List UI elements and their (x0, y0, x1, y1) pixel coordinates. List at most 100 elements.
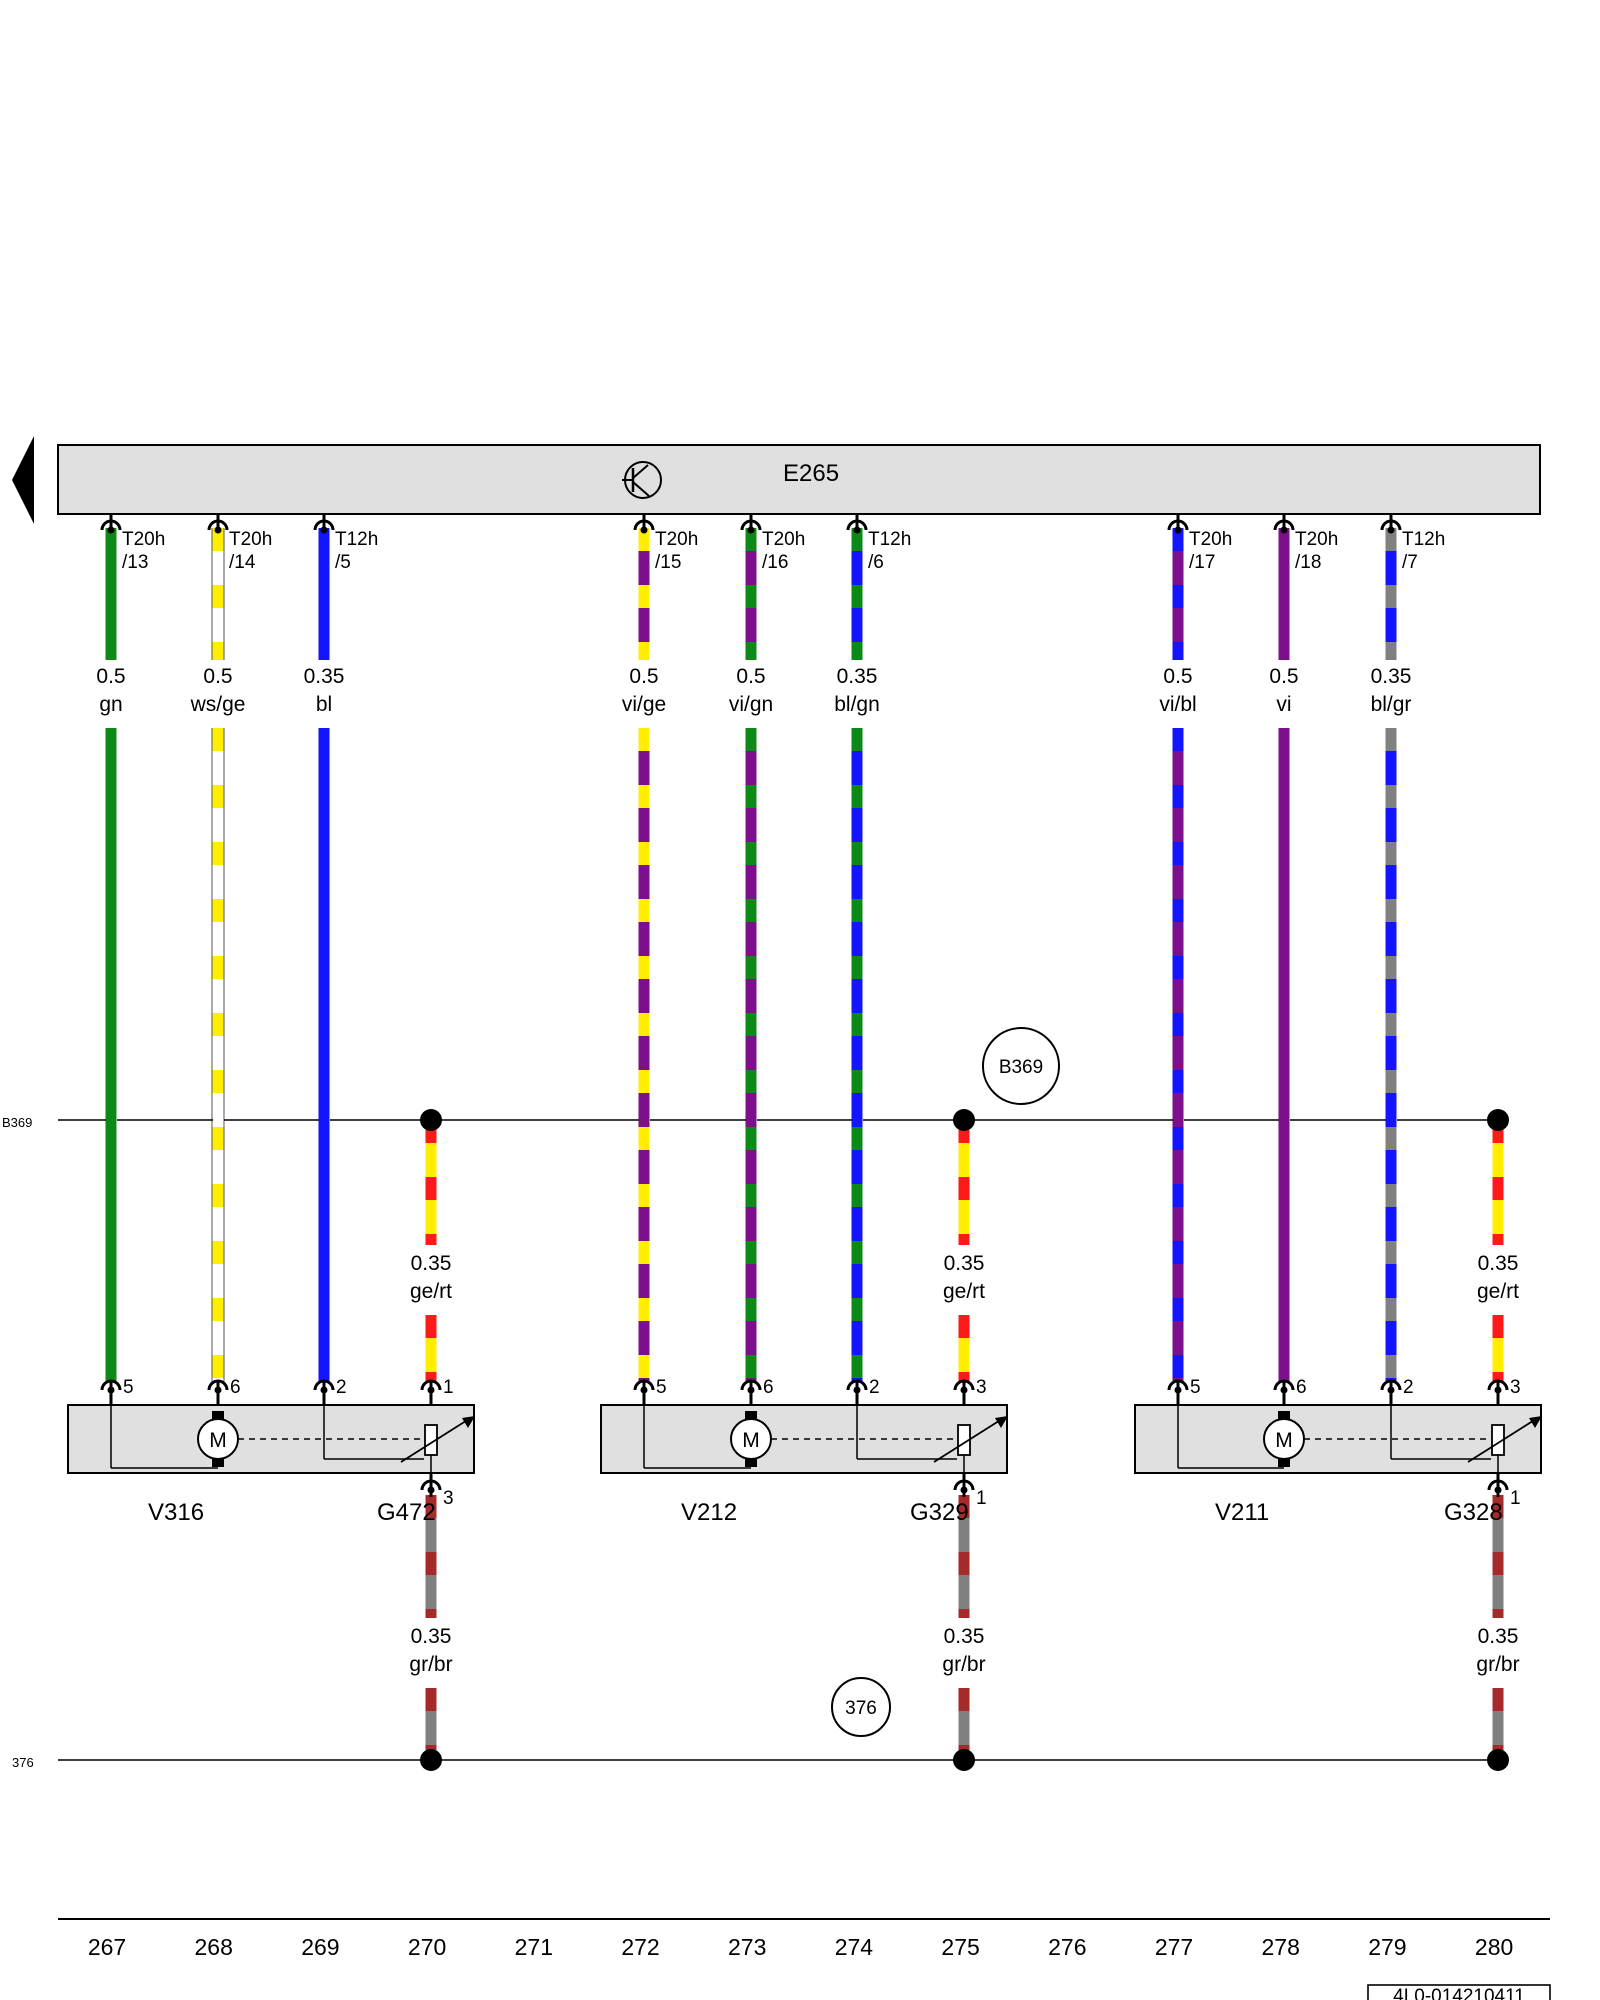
module-2-bottom-fork-dot (1494, 1486, 1502, 1494)
module-1-motor-brush-top (745, 1411, 757, 1419)
connector-pin-1: /14 (229, 552, 256, 573)
rail-top-bubble-label: B369 (999, 1057, 1043, 1078)
wire-size-6: 0.5 (1163, 665, 1192, 688)
column-number-13: 280 (1475, 1934, 1513, 1960)
module-1-pin-3: 3 (976, 1377, 987, 1398)
connector-pin-5: /6 (868, 552, 884, 573)
module-0-bottom-fork-dot (427, 1486, 435, 1494)
ground-wire-color-2: gr/br (1476, 1653, 1519, 1676)
module-0-pin-2: 2 (336, 1377, 347, 1398)
module-1-fork-0-dot (640, 1386, 648, 1394)
wire-color-7: vi (1276, 693, 1291, 716)
connector-fork-4-dot (747, 526, 755, 534)
module-0-fork-0 (100, 1379, 122, 1391)
connector-pin-0: /13 (122, 552, 148, 573)
connector-fork-2-dot (320, 526, 328, 534)
rail-bottom-junction-0 (420, 1749, 442, 1771)
column-number-5: 272 (621, 1934, 659, 1960)
column-number-11: 278 (1262, 1934, 1300, 1960)
module-1-fork-2 (846, 1379, 868, 1391)
module-0-pot-name: G472 (377, 1499, 436, 1526)
connector-id-4: T20h (762, 529, 805, 550)
connector-pin-8: /7 (1402, 552, 1418, 573)
ground-wire-color-0: gr/br (409, 1653, 452, 1676)
connector-id-3: T20h (655, 529, 698, 550)
ground-wire-size-1: 0.35 (944, 1625, 985, 1648)
module-0-fork-2 (313, 1379, 335, 1391)
module-2-pot-arrow-head (1529, 1416, 1542, 1428)
module-2-pot-arrow-line (1467, 1418, 1537, 1463)
wire-size-3: 0.5 (629, 665, 658, 688)
module-1-bottom-pin: 1 (976, 1488, 987, 1509)
wire-1-upper (211, 528, 225, 660)
connector-fork-8 (1380, 519, 1402, 531)
wire-color-4: vi/gn (729, 693, 773, 716)
rail-top-junction-0 (420, 1109, 442, 1131)
transistor-emitter (632, 481, 650, 497)
module-2-motor-name: V211 (1215, 1499, 1269, 1526)
connector-fork-6 (1167, 519, 1189, 531)
module-2-motor-symbol: M (1275, 1429, 1293, 1452)
connector-id-5: T12h (868, 529, 911, 550)
rail-top-bubble (982, 1027, 1060, 1105)
module-1-pot-name: G329 (910, 1499, 969, 1526)
module-2-pin-1: 6 (1296, 1377, 1307, 1398)
module-2-pin-2: 2 (1403, 1377, 1414, 1398)
module-2-fork-0-dot (1174, 1386, 1182, 1394)
control-unit-box (57, 444, 1541, 515)
rail-bottom-junction-2 (1487, 1749, 1509, 1771)
wire-color-2: bl (316, 693, 332, 716)
module-0-pot-arrow-line (400, 1418, 470, 1463)
connector-pin-7: /18 (1295, 552, 1321, 573)
module-1-pin-0: 5 (656, 1377, 667, 1398)
column-number-6: 273 (728, 1934, 766, 1960)
wire-size-0: 0.5 (96, 665, 125, 688)
module-1-bottom-fork-dot (960, 1486, 968, 1494)
connector-fork-1 (207, 519, 229, 531)
column-number-1: 268 (195, 1934, 233, 1960)
module-2-motor-brush-bottom (1278, 1459, 1290, 1467)
connector-fork-2 (313, 519, 335, 531)
column-number-0: 267 (88, 1934, 126, 1960)
module-0-pin-1: 6 (230, 1377, 241, 1398)
connector-fork-5 (846, 519, 868, 531)
module-1-fork-2-dot (853, 1386, 861, 1394)
module-2-fork-0 (1167, 1379, 1189, 1391)
module-2-fork-1 (1273, 1379, 1295, 1391)
connector-id-2: T12h (335, 529, 378, 550)
rail-bottom-bubble (831, 1677, 891, 1737)
wire-1-lower (211, 728, 225, 1382)
component-layer: E265T20h/130.5gnT20h/140.5ws/geT12h/50.3… (2, 436, 1551, 2000)
connector-fork-0-dot (107, 526, 115, 534)
column-number-3: 270 (408, 1934, 446, 1960)
part-code-box (1367, 1984, 1551, 2000)
module-1-fork-1 (740, 1379, 762, 1391)
rail-bottom-label: 376 (12, 1755, 34, 1770)
wire-size-8: 0.35 (1371, 665, 1412, 688)
connector-fork-0 (100, 519, 122, 531)
ground-wire-color-1: gr/br (942, 1653, 985, 1676)
part-code: 4L0-014210411 (1393, 1986, 1525, 2000)
continuation-arrow (12, 436, 34, 524)
module-1-fork-0 (633, 1379, 655, 1391)
module-1-fork-1-dot (747, 1386, 755, 1394)
module-2-bottom-pin: 1 (1510, 1488, 1521, 1509)
module-1-pin-2: 2 (869, 1377, 880, 1398)
module-0-motor-brush-top (212, 1411, 224, 1419)
wire-color-3: vi/ge (622, 693, 666, 716)
ground-wire-size-2: 0.35 (1478, 1625, 1519, 1648)
ground-wire-size-0: 0.35 (411, 1625, 452, 1648)
wire-color-5: bl/gn (834, 693, 880, 716)
column-number-8: 275 (941, 1934, 979, 1960)
wire-size-7: 0.5 (1269, 665, 1298, 688)
rail-top-label: B369 (2, 1115, 32, 1130)
wire-color-6: vi/bl (1159, 693, 1196, 716)
module-1-pot-arrow-head (995, 1416, 1008, 1428)
connector-id-8: T12h (1402, 529, 1445, 550)
control-unit-label: E265 (783, 460, 839, 487)
module-0-fork-2-dot (320, 1386, 328, 1394)
column-number-4: 271 (515, 1934, 553, 1960)
